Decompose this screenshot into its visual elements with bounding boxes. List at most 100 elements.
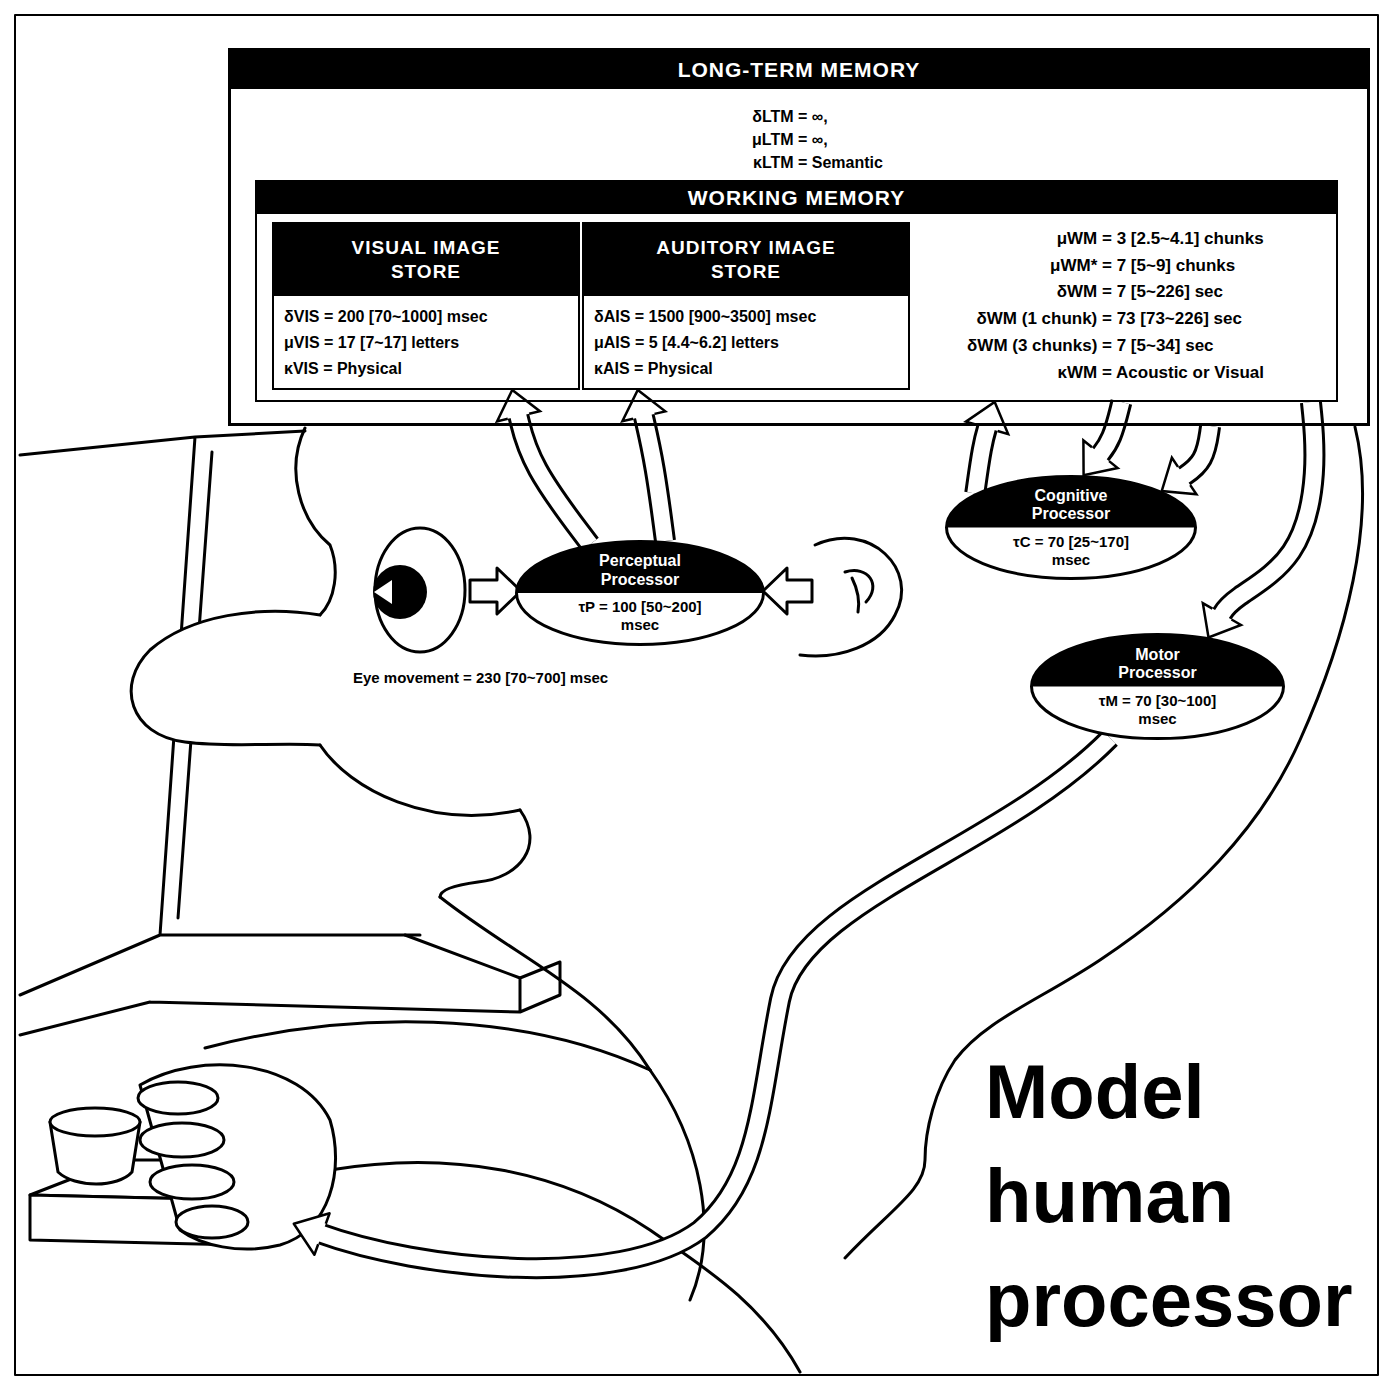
node-heading: Perceptual Processor (585, 552, 695, 589)
node-parameter: μWM = 3 [2.5~4.1] chunks (1057, 226, 1264, 253)
processor-heading-area: Motor Processor (1030, 633, 1285, 687)
finger (176, 1206, 248, 1238)
connector-arrow (622, 390, 665, 541)
motor-output-arrowhead (294, 1213, 330, 1254)
ellipse-fill (1032, 635, 1284, 739)
memory-box: LONG-TERM MEMORY δLTM = ∞,μLTM = ∞,κLTM =… (228, 48, 1370, 426)
node-parameter: τC = 70 [25~170] msec (996, 533, 1146, 569)
ellipse-border (947, 477, 1196, 579)
ear-input-arrow (763, 568, 812, 614)
node-parameter: μVIS = 17 [7~17] letters (284, 330, 459, 356)
arrowhead (966, 402, 1008, 434)
node-heading: Motor Processor (1103, 646, 1213, 683)
ellipse-cap (1032, 635, 1284, 687)
neck-outline (440, 897, 650, 1070)
node-parameter: τM = 70 [30~100] msec (1083, 692, 1233, 728)
arrow-shaft-outline (518, 413, 590, 544)
node-parameter: δWM (1 chunk) = 73 [73~226] sec (976, 306, 1241, 333)
node-parameter: τP = 100 [50~200] msec (565, 598, 715, 634)
monitor-outline (20, 431, 420, 995)
processor-heading-area: Perceptual Processor (515, 540, 765, 593)
frame (15, 15, 1378, 1375)
processor-heading-area: Cognitive Processor (945, 475, 1197, 528)
connector-arrow (1203, 402, 1315, 637)
arrow-shaft-fill (975, 425, 988, 493)
chin (440, 810, 530, 897)
node-heading: VISUAL IMAGE STORE (339, 236, 514, 284)
arrow-shaft-outline (643, 413, 665, 541)
processor-time-area: τC = 70 [25~170] msec (945, 528, 1197, 581)
node-parameter: μAIS = 5 [4.4~6.2] letters (594, 330, 779, 356)
node-parameter: δVIS = 200 [70~1000] msec (284, 304, 488, 330)
key-cap (50, 1108, 140, 1136)
processor-time-area: τM = 70 [30~100] msec (1030, 687, 1285, 741)
monitor-stand (20, 935, 560, 1035)
ear (845, 571, 873, 612)
header-band: WORKING MEMORY (257, 182, 1336, 214)
arrow-shaft-fill (643, 413, 665, 541)
store-box: VISUAL IMAGE STORE δVIS = 200 [70~1000] m… (272, 222, 580, 390)
arrowhead (497, 390, 540, 421)
ellipse-border (1032, 635, 1284, 739)
node-heading: Cognitive Processor (1016, 487, 1126, 524)
ellipse-fill (947, 477, 1196, 579)
connector-arrow (1162, 426, 1210, 494)
face-outline (296, 428, 335, 615)
finger (138, 1082, 218, 1114)
arrowhead (622, 390, 665, 421)
connector-arrow (497, 390, 590, 544)
ellipse-fill (517, 542, 764, 645)
node-parameter: μWM* = 7 [5~9] chunks (1050, 253, 1235, 280)
parameter-list: δVIS = 200 [70~1000] msecμVIS = 17 [7~17… (284, 304, 574, 382)
arrowhead (1162, 458, 1197, 495)
header-band: LONG-TERM MEMORY (231, 51, 1367, 89)
header-band: AUDITORY IMAGE STORE (584, 224, 908, 296)
ellipse-cap (947, 477, 1196, 528)
header-band: VISUAL IMAGE STORE (274, 224, 578, 296)
node-heading: WORKING MEMORY (688, 185, 905, 211)
arrowhead-fill (497, 390, 540, 421)
chest-outline (650, 1070, 704, 1300)
arrowhead (1203, 603, 1241, 637)
processor-ellipse: Perceptual Processor τP = 100 [50~200] ms… (515, 540, 765, 646)
memory-box: WORKING MEMORY μWM = 3 [2.5~4.1] chunksμW… (255, 180, 1338, 402)
arrow-shaft-outline (1099, 402, 1122, 457)
mouth (320, 745, 520, 815)
processor-ellipse: Cognitive Processor τC = 70 [25~170] msec (945, 475, 1197, 580)
node-parameter: κAIS = Physical (594, 356, 713, 382)
node-parameter: δWM (3 chunks) = 7 [5~34] sec (967, 333, 1214, 360)
arrowhead-fill (622, 390, 665, 421)
connector-arrow (1083, 402, 1121, 475)
arrow-shaft-fill (1220, 402, 1314, 617)
arrow-shaft-fill (1182, 426, 1210, 478)
node-parameter: δWM = 7 [5~226] sec (1057, 279, 1223, 306)
arrow-shaft-outline (1182, 426, 1210, 478)
parameter-list: δAIS = 1500 [900~3500] msecμAIS = 5 [4.4… (594, 304, 904, 382)
node-parameter: δAIS = 1500 [900~3500] msec (594, 304, 816, 330)
node-parameter: μLTM = ∞, (752, 128, 828, 151)
nose (131, 611, 320, 745)
arrowhead (1083, 440, 1117, 475)
processor-ellipse: Motor Processor τM = 70 [30~100] msec (1030, 633, 1285, 740)
motor-output-arrowhead (294, 1213, 330, 1254)
arm-outline (205, 1022, 650, 1070)
arrowhead-fill (1083, 440, 1117, 475)
processor-time-area: τP = 100 [50~200] msec (515, 593, 765, 646)
pupil (373, 565, 427, 619)
store-box: AUDITORY IMAGE STORE δAIS = 1500 [900~350… (582, 222, 910, 390)
parameter-list: δLTM = ∞,μLTM = ∞,κLTM = Semantic (231, 105, 1367, 174)
node-parameter: κLTM = Semantic (753, 151, 883, 174)
arrowhead-fill (1162, 458, 1197, 495)
annotation: Eye movement = 230 [70~700] msec (350, 668, 611, 687)
arrowhead-fill (1203, 603, 1241, 637)
connector-arrow (966, 402, 1008, 493)
eye-input-arrow (470, 568, 521, 614)
finger (140, 1123, 224, 1157)
arrow-shaft-fill (518, 413, 590, 544)
arrowhead-fill (966, 402, 1008, 434)
node-parameter: κWM = Acoustic or Visual (1058, 360, 1264, 387)
arrow-shaft-outline (1220, 402, 1314, 617)
pupil-notch (374, 580, 392, 604)
ellipse-border (517, 542, 764, 645)
